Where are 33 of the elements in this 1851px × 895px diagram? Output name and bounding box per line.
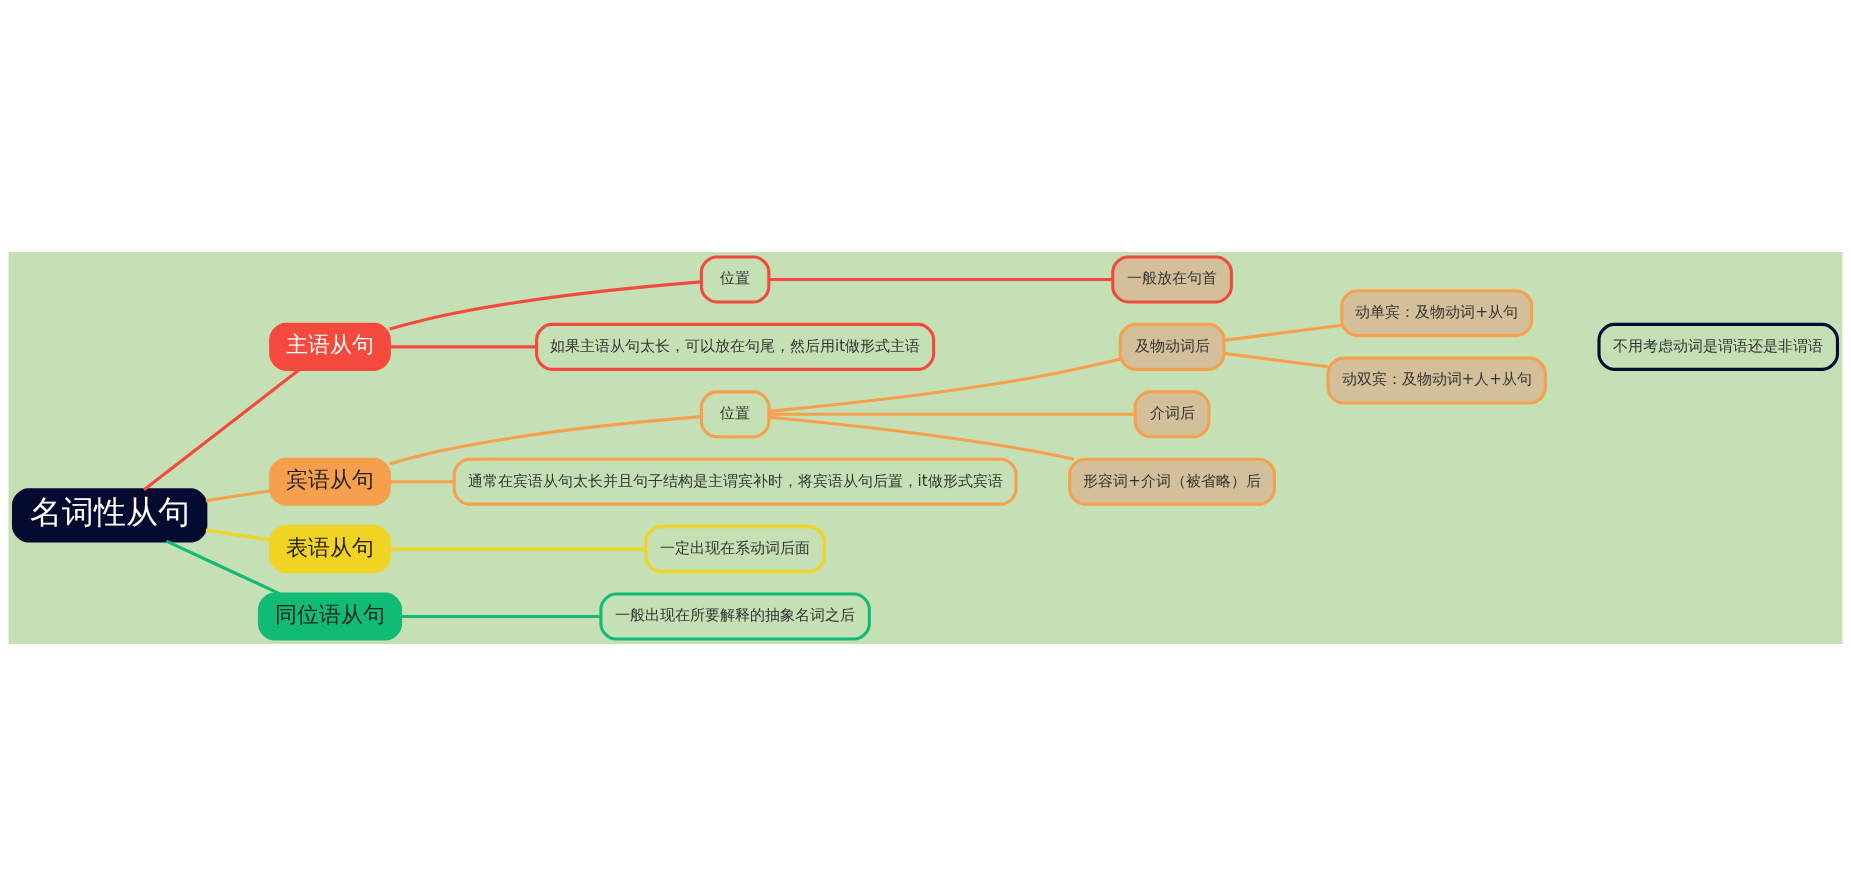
node-box: 动单宾：及物动词+从句 — [1340, 288, 1534, 337]
connector — [1223, 323, 1342, 342]
node-box: 一般放在句首 — [1111, 254, 1233, 303]
node-box: 一般出现在所要解释的抽象名词之后 — [599, 592, 871, 641]
connector — [389, 547, 646, 551]
node-box: 介词后 — [1133, 389, 1211, 438]
connector — [769, 277, 1113, 281]
connector — [389, 479, 455, 483]
node-box: 表语从句 — [269, 524, 391, 573]
connector — [1223, 351, 1328, 368]
connector — [389, 279, 702, 330]
node-box: 一定出现在系动词后面 — [644, 524, 826, 573]
node-box: 宾语从句 — [269, 457, 391, 506]
connector — [769, 357, 1121, 413]
node-box: 通常在宾语从句太长并且句子结构是主谓宾补时，将宾语从句后置，it做形式宾语 — [452, 457, 1018, 506]
connector — [205, 488, 271, 502]
connector — [165, 539, 281, 595]
node-box: 如果主语从句太长，可以放在句尾，然后用it做形式主语 — [535, 322, 936, 371]
connector — [389, 414, 702, 465]
connector — [389, 344, 537, 348]
node-box: 位置 — [699, 254, 771, 303]
node-box: 主语从句 — [269, 322, 391, 371]
node-box: 名词性从句 — [11, 487, 208, 543]
node-box: 及物动词后 — [1118, 322, 1226, 371]
connector — [205, 528, 271, 542]
connector — [769, 412, 1135, 416]
node-box: 位置 — [699, 389, 771, 438]
node-box: 形容词+介词（被省略）后 — [1068, 457, 1276, 506]
connector — [769, 415, 1075, 461]
node-box: 不用考虑动词是谓语还是非谓语 — [1597, 322, 1839, 371]
node-box: 同位语从句 — [257, 592, 403, 641]
connector — [400, 614, 601, 618]
node-box: 动双宾：及物动词+人+从句 — [1326, 356, 1547, 405]
